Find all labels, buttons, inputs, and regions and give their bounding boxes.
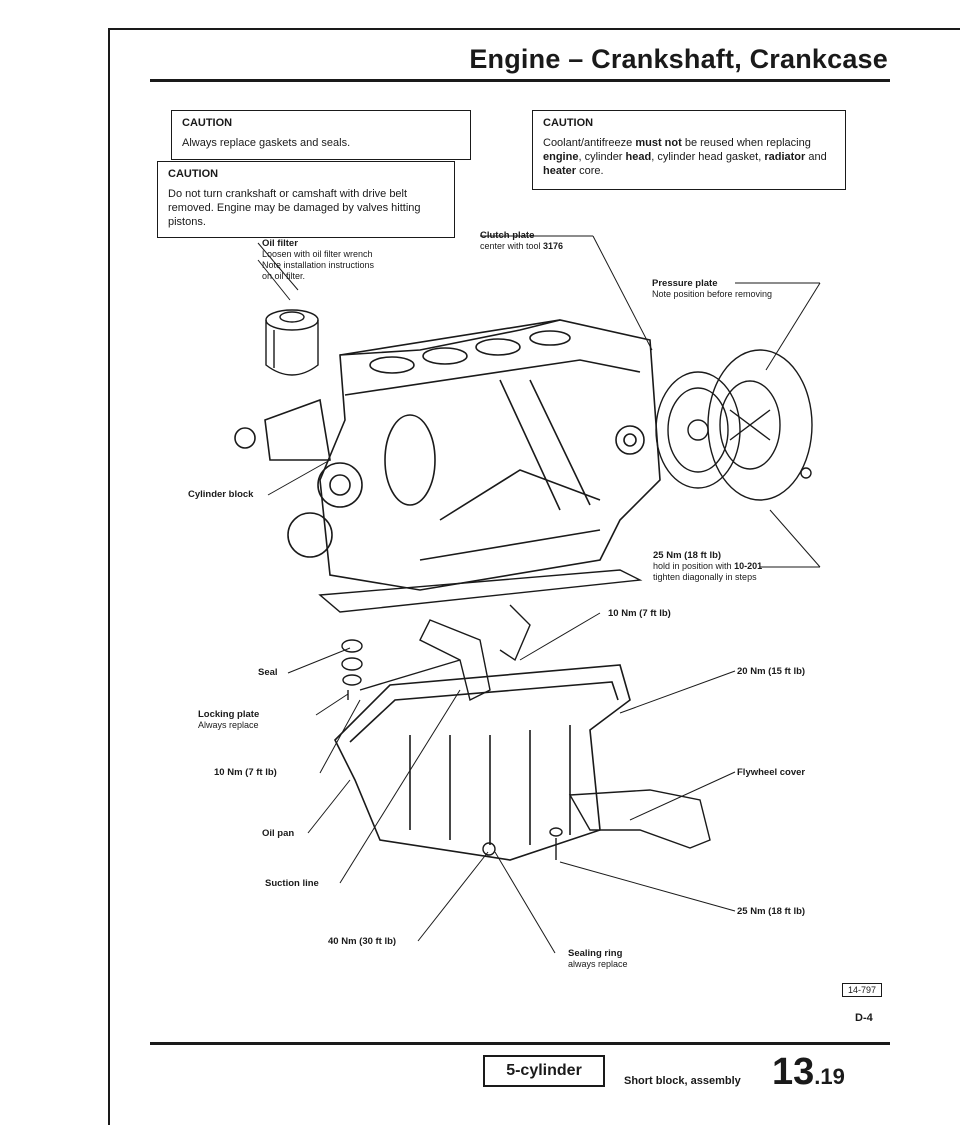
page-number: 13.19 bbox=[772, 1051, 845, 1093]
section-name: Short block, assembly bbox=[624, 1075, 741, 1087]
pressure-plate-part bbox=[707, 349, 813, 501]
leader-lines bbox=[257, 235, 821, 954]
caution-box-coolant: CAUTION Coolant/antifreeze must not be r… bbox=[532, 110, 846, 190]
page-title: Engine – Crankshaft, Crankcase bbox=[469, 44, 888, 74]
caution-text: Do not turn crankshaft or camshaft with … bbox=[168, 188, 421, 228]
label-seal: Seal bbox=[258, 667, 278, 678]
drain-plug-part bbox=[482, 842, 496, 856]
caution-heading: CAUTION bbox=[168, 168, 219, 180]
left-border bbox=[108, 28, 110, 1125]
caution-heading: CAUTION bbox=[543, 117, 594, 129]
label-torque-40: 40 Nm (30 ft lb) bbox=[328, 936, 397, 947]
oil-pan-part bbox=[334, 664, 631, 861]
figure-number-box: 14-797 bbox=[842, 983, 883, 997]
model-badge: 5-cylinder bbox=[483, 1055, 605, 1087]
label-pressure-plate: Pressure plate Note position before remo… bbox=[652, 278, 773, 299]
cylinder-block-part bbox=[234, 319, 661, 591]
suction-line-part bbox=[359, 604, 531, 702]
label-torque-25-cover: 25 Nm (18 ft lb) bbox=[737, 906, 806, 917]
label-oil-pan: Oil pan bbox=[262, 828, 295, 839]
seal-stack-part bbox=[341, 639, 363, 700]
footer-rule bbox=[150, 1042, 890, 1045]
top-border bbox=[108, 28, 960, 30]
caution-box-crankshaft: CAUTION Do not turn crankshaft or camsha… bbox=[157, 161, 455, 238]
caution-heading: CAUTION bbox=[182, 117, 233, 129]
flywheel-cover-part bbox=[549, 789, 711, 860]
caution-text: Coolant/antifreeze must not be reused wh… bbox=[543, 137, 827, 177]
caution-box-gaskets: CAUTION Always replace gaskets and seals… bbox=[171, 110, 471, 160]
label-suction-line: Suction line bbox=[265, 878, 319, 889]
label-torque-10-top: 10 Nm (7 ft lb) bbox=[608, 608, 671, 619]
label-cylinder-block: Cylinder block bbox=[188, 489, 254, 500]
label-torque-10-bottom: 10 Nm (7 ft lb) bbox=[214, 767, 277, 778]
oil-filter-part bbox=[265, 309, 319, 376]
clutch-plate-part bbox=[655, 371, 741, 489]
label-sealing-ring: Sealing ring always replace bbox=[568, 948, 628, 969]
label-clutch-plate: Clutch plate center with tool 3176 bbox=[480, 230, 564, 251]
label-torque-25-clutch: 25 Nm (18 ft lb) hold in position with 1… bbox=[653, 550, 763, 582]
figure-code: D-4 bbox=[855, 1012, 873, 1024]
label-oil-filter: Oil filter Loosen with oil filter wrench… bbox=[262, 238, 375, 281]
label-flywheel-cover: Flywheel cover bbox=[737, 767, 806, 778]
label-torque-20: 20 Nm (15 ft lb) bbox=[737, 666, 806, 677]
label-locking-plate: Locking plate Always replace bbox=[198, 709, 260, 730]
caution-text: Always replace gaskets and seals. bbox=[182, 137, 351, 149]
oil-pan-gasket-part bbox=[318, 569, 643, 613]
header-rule bbox=[150, 79, 890, 82]
